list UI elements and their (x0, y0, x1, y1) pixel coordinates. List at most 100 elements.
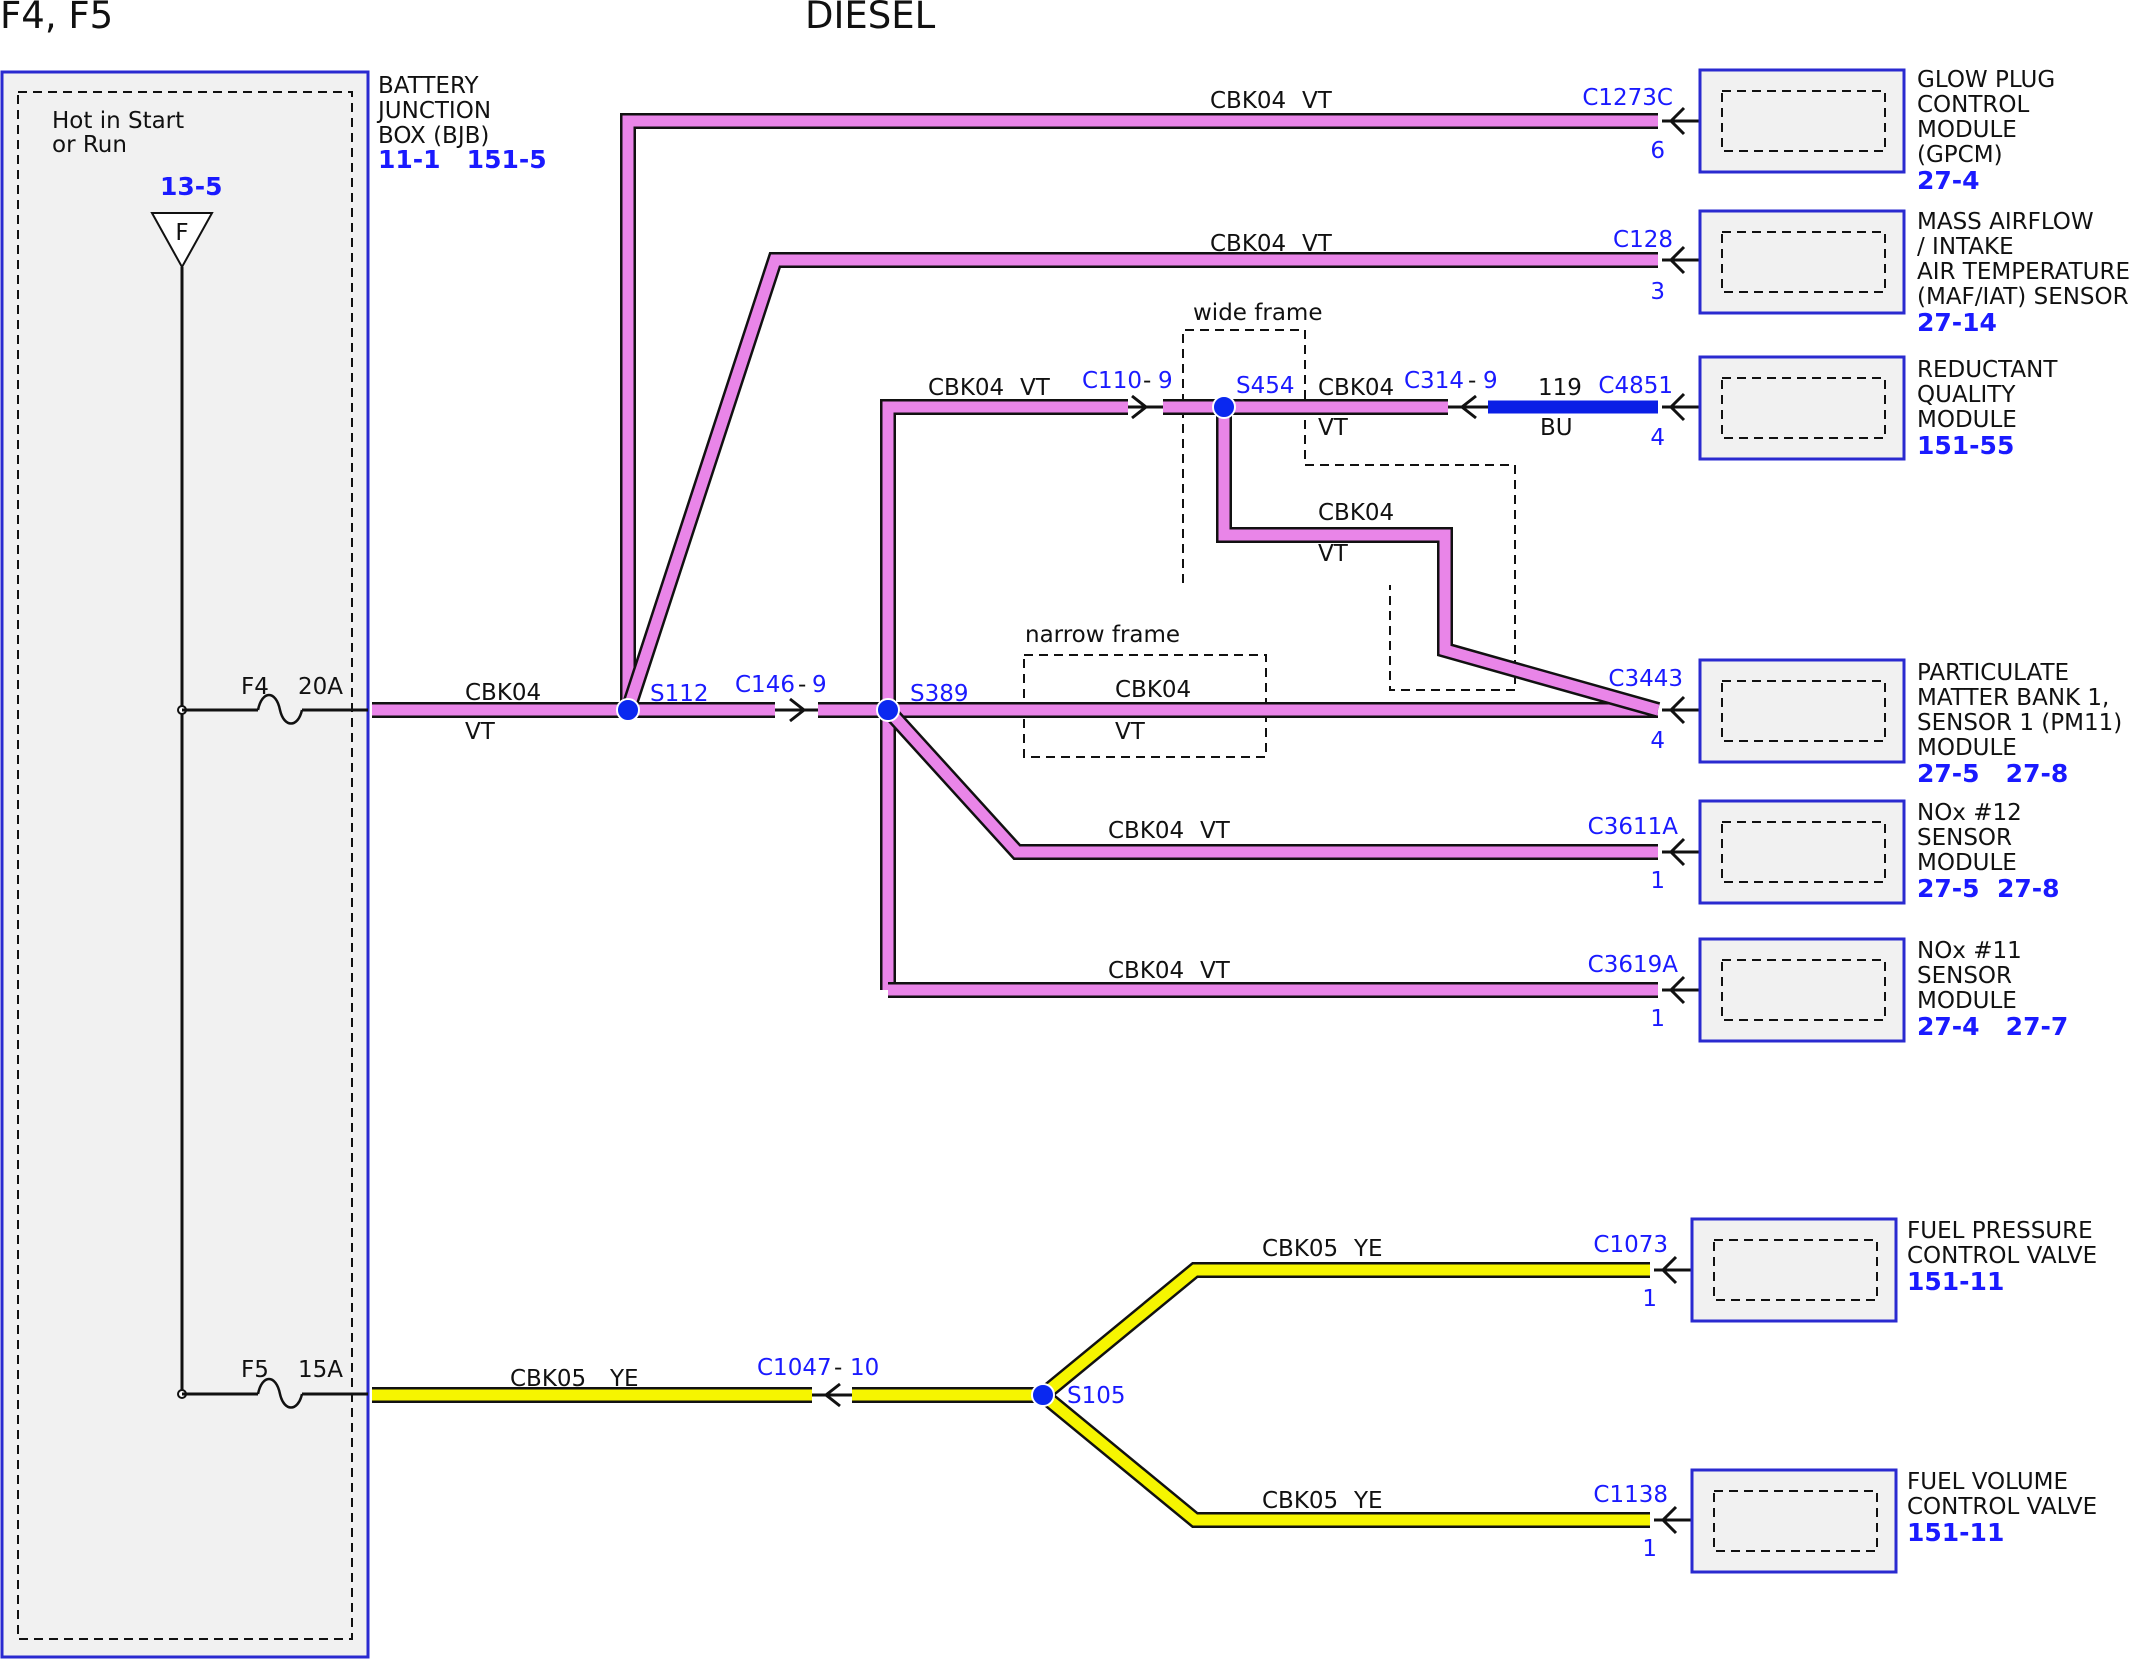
reductant-pin: 4 (1650, 425, 1665, 451)
module-nox-12-sensor[interactable] (1662, 799, 1906, 905)
circuit-label-main-cbk04: CBK04 (465, 680, 541, 706)
inline-connector-c146[interactable] (775, 697, 818, 723)
wire-ye-fuel-pressure[interactable] (1037, 1262, 1650, 1402)
wire-ye-fuel-volume[interactable] (1037, 1388, 1650, 1528)
reductant-refs[interactable]: 151-55 (1917, 431, 2014, 460)
maf-iat-name-line-3: AIR TEMPERATURE (1917, 259, 2130, 285)
circuit-label-s454-vt: VT (1318, 415, 1349, 441)
circuit-label-c110-cbk04: CBK04 (928, 375, 1004, 401)
c1047-dash: - (834, 1355, 842, 1381)
wire-vt-gpcm[interactable] (620, 113, 1658, 710)
gpcm-connector: C1273C (1582, 85, 1673, 111)
fuel-volume-connector: C1138 (1593, 1482, 1668, 1508)
splice-s389-label: S389 (910, 681, 969, 707)
splice-s112-label: S112 (650, 681, 709, 707)
fuel-pressure-name-line-1: FUEL PRESSURE (1907, 1218, 2093, 1244)
circuit-label-nox12-cbk04: CBK04 (1108, 818, 1184, 844)
inline-connector-c1047[interactable] (812, 1382, 852, 1408)
splice-s454[interactable] (1212, 395, 1236, 419)
c314-pin: 9 (1483, 368, 1498, 394)
c314-dash: - (1468, 368, 1476, 394)
bjb-hot-line-2: or Run (52, 132, 127, 158)
splice-s454-label: S454 (1236, 373, 1295, 399)
nox-11-name-line-3: MODULE (1917, 988, 2017, 1014)
maf-iat-refs[interactable]: 27-14 (1917, 308, 1997, 337)
source-letter: F (175, 220, 188, 246)
module-reductant-quality[interactable] (1662, 355, 1906, 461)
nox-11-refs[interactable]: 27-4 27-7 (1917, 1012, 2068, 1041)
pm-sensor-name-line-3: SENSOR 1 (PM11) (1917, 710, 2122, 736)
wide-frame-boundary (1182, 329, 1516, 691)
power-source-icon (150, 212, 214, 270)
gpcm-refs[interactable]: 27-4 (1917, 166, 1980, 195)
inline-connector-c314[interactable] (1448, 394, 1488, 420)
circuit-label-narrow-vt: VT (1115, 719, 1146, 745)
nox-12-name-line-3: MODULE (1917, 850, 2017, 876)
fuse-f4[interactable] (182, 693, 368, 725)
circuit-label-nox12-vt: VT (1200, 818, 1231, 844)
c146-label: C146 (735, 672, 795, 698)
splice-s389[interactable] (876, 698, 900, 722)
nox-12-pin: 1 (1650, 868, 1665, 894)
source-ref[interactable]: 13-5 (160, 172, 223, 201)
wire-vt-nox-12[interactable] (882, 704, 1658, 860)
c110-label: C110 (1082, 368, 1142, 394)
splice-s112[interactable] (616, 698, 640, 722)
header-fuses-title: F4, F5 (0, 0, 113, 37)
pm-sensor-pin: 4 (1650, 728, 1665, 754)
pm-sensor-name-line-4: MODULE (1917, 735, 2017, 761)
nox-11-name-line-2: SENSOR (1917, 963, 2012, 989)
circuit-label-ye-main-ye: YE (609, 1366, 639, 1392)
module-fuel-volume-valve[interactable] (1654, 1468, 1898, 1574)
circuit-label-bu: BU (1540, 415, 1573, 441)
fuse-f4-name: F4 (241, 674, 269, 700)
bjb-refs[interactable]: 11-1 151-5 (378, 145, 547, 174)
maf-iat-connector: C128 (1613, 227, 1673, 253)
nox-11-connector: C3619A (1588, 952, 1679, 978)
fuel-pressure-connector: C1073 (1593, 1232, 1668, 1258)
wire-vt-s454-pm-sensor[interactable] (1216, 407, 1661, 718)
circuit-label-fuel-pressure-cbk05: CBK05 (1262, 1236, 1338, 1262)
maf-iat-name-line-1: MASS AIRFLOW (1917, 209, 2094, 235)
maf-iat-pin: 3 (1650, 279, 1665, 305)
nox-12-name-line-1: NOx #12 (1917, 800, 2022, 826)
circuit-label-nox11-cbk04: CBK04 (1108, 958, 1184, 984)
c110-dash: - (1143, 368, 1151, 394)
battery-junction-box[interactable] (0, 70, 370, 1659)
reductant-connector: C4851 (1598, 373, 1673, 399)
gpcm-name-line-3: MODULE (1917, 117, 2017, 143)
bjb-title-line-1: BATTERY (378, 73, 479, 99)
inline-connector-c110[interactable] (1128, 394, 1163, 420)
module-gpcm[interactable] (1662, 68, 1906, 174)
fuel-pressure-name-line-2: CONTROL VALVE (1907, 1243, 2097, 1269)
fuel-pressure-refs[interactable]: 151-11 (1907, 1267, 2004, 1296)
fuel-volume-pin: 1 (1642, 1536, 1657, 1562)
circuit-label-fuel-volume-cbk05: CBK05 (1262, 1488, 1338, 1514)
pm-sensor-refs[interactable]: 27-5 27-8 (1917, 759, 2068, 788)
c1047-label: C1047 (757, 1355, 832, 1381)
wire-vt-maf-iat[interactable] (620, 252, 1658, 713)
gpcm-name-line-1: GLOW PLUG (1917, 67, 2055, 93)
nox-12-refs[interactable]: 27-5 27-8 (1917, 874, 2060, 903)
module-nox-11-sensor[interactable] (1662, 937, 1906, 1043)
module-pm-sensor[interactable] (1662, 658, 1906, 764)
nox-12-name-line-2: SENSOR (1917, 825, 2012, 851)
module-fuel-pressure-valve[interactable] (1654, 1217, 1898, 1323)
circuit-label-narrow-cbk04: CBK04 (1115, 677, 1191, 703)
circuit-label-main-vt: VT (465, 719, 496, 745)
fuse-f4-rating: 20A (298, 674, 343, 700)
wire-vt-c110-branch[interactable] (880, 399, 1128, 990)
pm-sensor-connector: C3443 (1608, 666, 1683, 692)
maf-iat-name-line-2: / INTAKE (1917, 234, 2014, 260)
splice-s105[interactable] (1031, 1383, 1055, 1407)
circuit-label-maf-cbk04: CBK04 (1210, 231, 1286, 257)
reductant-name-line-2: QUALITY (1917, 382, 2016, 408)
circuit-label-maf-vt: VT (1302, 231, 1333, 257)
fuel-volume-refs[interactable]: 151-11 (1907, 1518, 2004, 1547)
fuel-volume-name-line-1: FUEL VOLUME (1907, 1469, 2068, 1495)
module-maf-iat-sensor[interactable] (1662, 209, 1906, 315)
fuel-pressure-pin: 1 (1642, 1286, 1657, 1312)
nox-12-connector: C3611A (1588, 814, 1679, 840)
bjb-title-line-2: JUNCTION (376, 98, 491, 124)
fuse-f5[interactable] (182, 1377, 368, 1409)
